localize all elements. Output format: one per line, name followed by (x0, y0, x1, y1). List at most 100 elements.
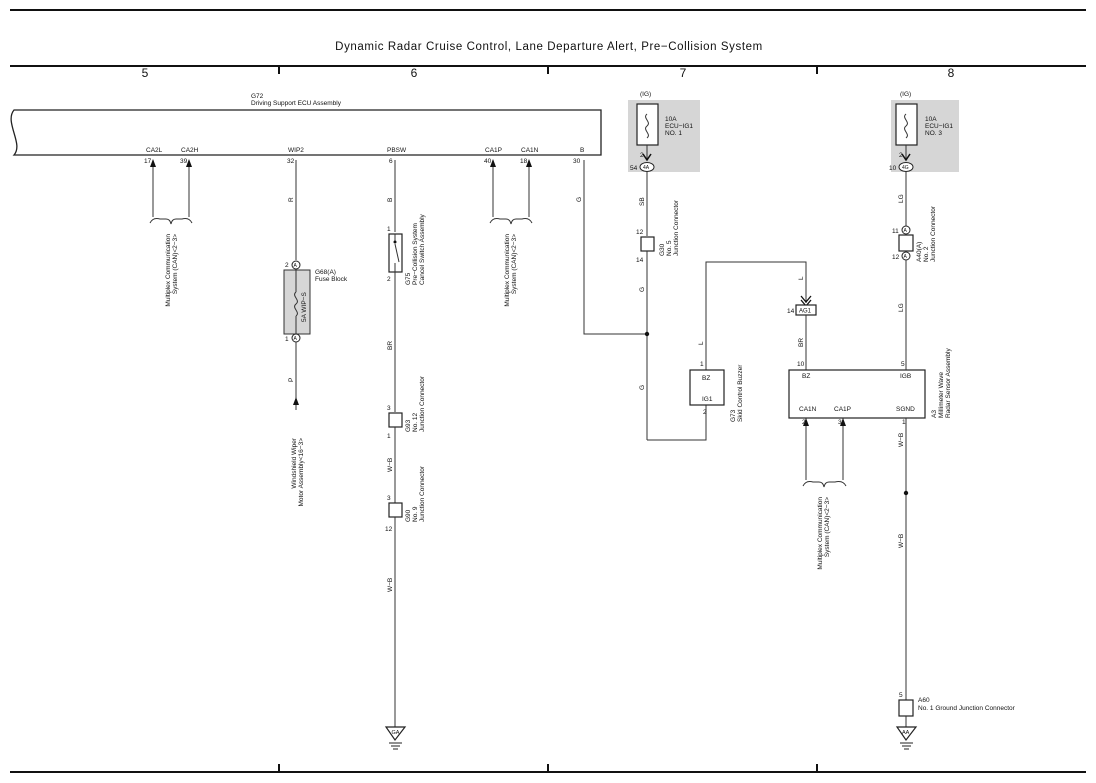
fuse-g68-rating: 5A WIP−S (301, 292, 308, 322)
fuse-g68-icon (294, 291, 298, 317)
svg-text:Multiplex Communication: Multiplex Communication (165, 234, 172, 307)
wiper-label: Windshield Wiper Motor Assembly<16−3> (291, 437, 305, 506)
a60-pin: 5 (899, 692, 903, 699)
svg-text:G75: G75 (405, 272, 412, 285)
wire-color-wb-2: W−B (387, 578, 394, 592)
fuse-no1-icon (645, 113, 649, 139)
g30-pin-top: 12 (636, 229, 644, 236)
ground-aa-icon (895, 726, 918, 750)
svg-text:Pre−Collision System: Pre−Collision System (412, 223, 419, 285)
pin-num-30: 30 (573, 158, 581, 165)
wire-color-sb: SB (639, 197, 646, 206)
fuse-no1-no: NO. 1 (665, 130, 682, 137)
g30-connector (640, 236, 655, 252)
wire-b-output (583, 160, 648, 335)
pin-name-ca1p: CA1P (485, 147, 502, 154)
fuse-no1-pin: 2 (640, 152, 644, 159)
fuse-no3-box (895, 103, 918, 146)
a40-conn-top (901, 225, 911, 235)
wire-color-g-2: G (639, 287, 646, 292)
can-mid-bus (489, 159, 533, 225)
g30-label: G30 No. 5 Junction Connector (659, 199, 680, 256)
wire-color-g-3: G (639, 385, 646, 390)
radar-igb: IGB (900, 373, 911, 380)
fuse-no3-pin: 2 (899, 152, 903, 159)
wire-color-r: R (288, 197, 295, 202)
can-left-bus (149, 159, 193, 225)
ag1-conn: AG1 (799, 309, 812, 315)
svg-text:G90: G90 (405, 509, 412, 522)
column-number-8: 8 (948, 66, 955, 80)
diagram-title: Dynamic Radar Cruise Control, Lane Depar… (335, 41, 763, 53)
g30-pin-bottom: 14 (636, 257, 644, 264)
fuse-g68-conn-top-label: A (294, 263, 298, 269)
ecu-code: G72 (251, 93, 264, 100)
fuse-g68-conn-top (291, 260, 301, 270)
g90-pin-bottom: 12 (385, 526, 393, 533)
radar-label: A3 Millimeter Wave Radar Sensor Assembly (931, 348, 952, 418)
junction-dot-wb (903, 490, 909, 496)
svg-text:No. 2: No. 2 (923, 246, 930, 262)
buzzer-bz: BZ (702, 375, 710, 382)
wire-color-p: P (288, 378, 295, 382)
svg-text:G73: G73 (730, 409, 737, 422)
ground-ga-label: GA (392, 730, 400, 736)
radar-ca1p: CA1P (834, 406, 851, 413)
pin-num-6: 6 (389, 158, 393, 165)
buzzer-label: G73 Skid Control Buzzer (730, 364, 744, 422)
wire-color-l-2: L (798, 276, 805, 280)
a60-code: A60 (918, 697, 930, 704)
wire-color-lg-1: LG (898, 194, 905, 203)
wire-color-wb-4: W−B (898, 534, 905, 548)
g93-pin-bottom: 1 (387, 433, 391, 440)
radar-bz: BZ (802, 373, 810, 380)
wire-color-br: BR (387, 341, 394, 350)
svg-text:G93: G93 (405, 419, 412, 432)
fuse-g68-code: G68(A) (315, 269, 336, 276)
fuse-no3-conn-pin: 10 (889, 165, 897, 172)
buzzer-pin-bottom: 2 (703, 409, 707, 416)
svg-text:Junction Connector: Junction Connector (419, 375, 426, 432)
pin-name-pbsw: PBSW (387, 147, 407, 154)
fuse-no1-conn-pin: 54 (630, 165, 638, 172)
a40-pin-bottom: 12 (892, 254, 900, 261)
svg-text:Millimeter Wave: Millimeter Wave (938, 372, 945, 418)
svg-text:System (CAN)<2−3>: System (CAN)<2−3> (172, 234, 179, 294)
svg-text:No. 5: No. 5 (666, 240, 673, 256)
a40-pin-top: 11 (892, 228, 899, 235)
pin-name-b: B (580, 147, 584, 154)
a40-label: A40(A) No. 2 Junction Connector (916, 205, 937, 262)
fuse-g68-pin-bottom: 1 (285, 336, 289, 343)
fuse-no1-ig: (IG) (640, 91, 651, 98)
pin-name-wip2: WIP2 (288, 147, 304, 154)
g90-pin-top: 3 (387, 495, 391, 502)
wire-l-loop (705, 261, 807, 370)
switch-icon (393, 234, 400, 272)
pin-name-ca2h: CA2H (181, 147, 199, 154)
fuse-no1-conn: 4A (643, 165, 650, 171)
cancel-switch-pin-top: 1 (387, 226, 391, 233)
svg-text:No. 12: No. 12 (412, 412, 419, 432)
radar-pin-bz: 10 (797, 361, 805, 368)
svg-text:Multiplex Communication: Multiplex Communication (504, 234, 511, 307)
svg-text:No. 9: No. 9 (412, 506, 419, 522)
radar-pin-igb: 5 (901, 361, 905, 368)
radar-pin-sgnd: 1 (902, 419, 906, 426)
ground-aa-label: AA (902, 730, 910, 736)
wire-color-g-1: G (576, 197, 583, 202)
fuse-no3-connector-arrow (901, 153, 911, 162)
svg-text:A40(A): A40(A) (916, 242, 923, 262)
a60-connector (898, 699, 914, 717)
pin-num-39: 39 (180, 158, 188, 165)
junction-dot-g (644, 331, 650, 337)
skid-control-buzzer (689, 369, 725, 406)
a40-conn-top-label: A (904, 228, 908, 234)
g93-pin-top: 3 (387, 405, 391, 412)
fuse-no1-name: ECU−IG1 (665, 123, 693, 130)
fuse-no1-rating: 10A (665, 116, 677, 123)
fuse-no3-icon (904, 113, 908, 139)
fuse-no1-box (636, 103, 659, 146)
pin-num-32: 32 (287, 158, 295, 165)
wire-color-lg-2: LG (898, 303, 905, 312)
svg-text:G30: G30 (659, 243, 666, 256)
